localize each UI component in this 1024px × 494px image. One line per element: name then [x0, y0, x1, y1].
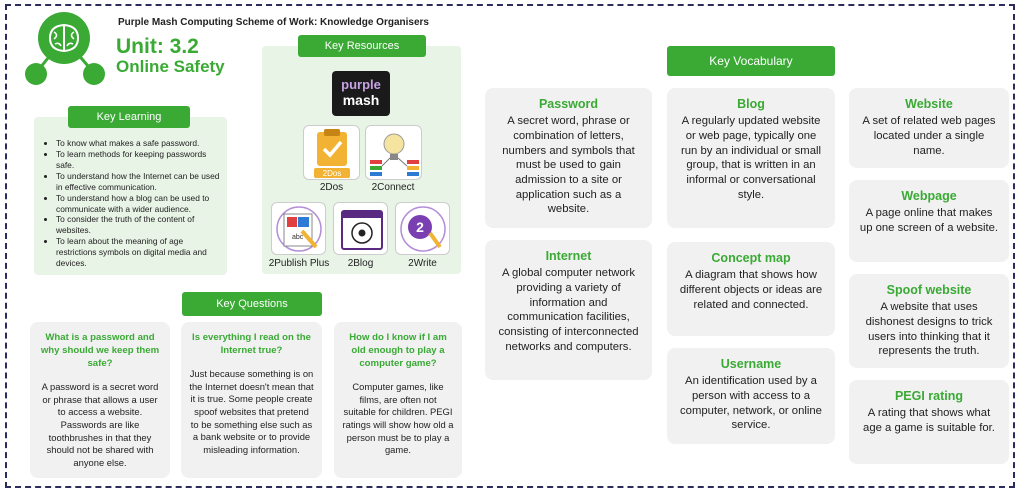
- resource-label-2write: 2Write: [408, 258, 437, 269]
- key-learning-list: To know what makes a safe password. To l…: [42, 138, 224, 269]
- vocab-definition: An identification used by a person with …: [680, 375, 822, 432]
- answer-text: A password is a secret word or phrase th…: [41, 380, 159, 468]
- vocab-definition: A set of related web pages located under…: [862, 115, 996, 157]
- key-questions-title: Key Questions: [182, 292, 322, 316]
- vocab-definition: A regularly updated website or web page,…: [680, 115, 822, 201]
- resource-2write[interactable]: 2: [395, 202, 450, 255]
- resource-2dos[interactable]: 2Dos: [303, 125, 360, 180]
- clipboard-check-icon: 2Dos: [314, 129, 350, 178]
- resource-label-2dos: 2Dos: [319, 182, 344, 193]
- vocab-card-pegi-rating: PEGI rating A rating that shows what age…: [849, 380, 1009, 464]
- vocab-card-password: Password A secret word, phrase or combin…: [485, 88, 652, 228]
- resource-label-2blog: 2Blog: [347, 258, 374, 269]
- key-learning-title: Key Learning: [68, 106, 190, 128]
- answer-text: Computer games, like films, are often no…: [342, 380, 454, 456]
- pencil-icon: 2: [400, 206, 446, 252]
- question-card-2: Is everything I read on the Internet tru…: [181, 322, 322, 478]
- vocab-term: Spoof website: [886, 283, 972, 297]
- list-item: To know what makes a safe password.: [56, 138, 224, 149]
- purple-mash-logo: purple mash: [332, 71, 390, 116]
- vocab-card-username: Username An identification used by a per…: [667, 348, 835, 444]
- resource-2connect[interactable]: [365, 125, 422, 180]
- vocab-card-website: Website A set of related web pages locat…: [849, 88, 1009, 168]
- vocab-term: Internet: [545, 249, 592, 263]
- vocab-definition: A rating that shows what age a game is s…: [863, 407, 995, 434]
- resource-2publish-plus[interactable]: abc: [271, 202, 326, 255]
- vocab-definition: A global computer network providing a va…: [498, 267, 639, 353]
- list-item: To learn methods for keeping passwords s…: [56, 149, 224, 171]
- key-vocabulary-title: Key Vocabulary: [667, 46, 835, 76]
- question-card-3: How do I know if I am old enough to play…: [334, 322, 462, 478]
- vocab-term: Username: [720, 357, 782, 371]
- vocab-card-concept-map: Concept map A diagram that shows how dif…: [667, 242, 835, 336]
- answer-text: Just because something is on the Interne…: [189, 367, 314, 455]
- vocab-definition: A page online that makes up one screen o…: [859, 207, 999, 234]
- list-item: To learn about the meaning of age restri…: [56, 236, 224, 269]
- vocab-definition: A website that uses dishonest designs to…: [865, 301, 993, 358]
- question-card-1: What is a password and why should we kee…: [30, 322, 170, 478]
- vocab-term: PEGI rating: [894, 389, 964, 403]
- page-border: [5, 4, 1015, 488]
- resource-label-2connect: 2Connect: [371, 182, 415, 193]
- vocab-term: Webpage: [901, 189, 957, 203]
- list-item: To understand how the Internet can be us…: [56, 171, 224, 193]
- vocab-definition: A diagram that shows how different objec…: [679, 269, 823, 311]
- resource-2blog[interactable]: [333, 202, 388, 255]
- question-text: How do I know if I am old enough to play…: [349, 332, 447, 369]
- unit-name: Online Safety: [116, 57, 225, 76]
- logo-word-1: purple: [341, 77, 381, 92]
- vocab-definition: A secret word, phrase or combination of …: [502, 115, 635, 216]
- list-item: To understand how a blog can be used to …: [56, 193, 224, 215]
- blog-football-icon: [341, 210, 383, 250]
- question-text: Is everything I read on the Internet tru…: [192, 332, 311, 356]
- publish-icon: abc: [276, 206, 322, 252]
- vocab-term: Concept map: [711, 251, 791, 265]
- vocab-card-webpage: Webpage A page online that makes up one …: [849, 180, 1009, 262]
- resource-label-2publish-plus: 2Publish Plus: [268, 258, 330, 269]
- vocab-card-internet: Internet A global computer network provi…: [485, 240, 652, 380]
- vocab-term: Blog: [737, 97, 765, 111]
- brain-network-logo-icon: [25, 12, 105, 85]
- question-text: What is a password and why should we kee…: [40, 332, 160, 369]
- unit-number: Unit: 3.2: [116, 35, 199, 58]
- vocab-term: Password: [538, 97, 599, 111]
- vocab-card-spoof-website: Spoof website A website that uses dishon…: [849, 274, 1009, 368]
- icon-badge-2dos: 2Dos: [323, 169, 342, 178]
- key-resources-title: Key Resources: [298, 35, 426, 57]
- svg-text:abc: abc: [292, 234, 304, 241]
- vocab-term: Website: [905, 97, 953, 111]
- logo-word-2: mash: [342, 92, 380, 108]
- vocab-card-blog: Blog A regularly updated website or web …: [667, 88, 835, 228]
- lightbulb-icon: [370, 133, 419, 176]
- list-item: To consider the truth of the content of …: [56, 214, 224, 236]
- svg-text:2: 2: [416, 219, 424, 235]
- scheme-title: Purple Mash Computing Scheme of Work: Kn…: [118, 17, 429, 28]
- key-learning-panel: [34, 117, 227, 275]
